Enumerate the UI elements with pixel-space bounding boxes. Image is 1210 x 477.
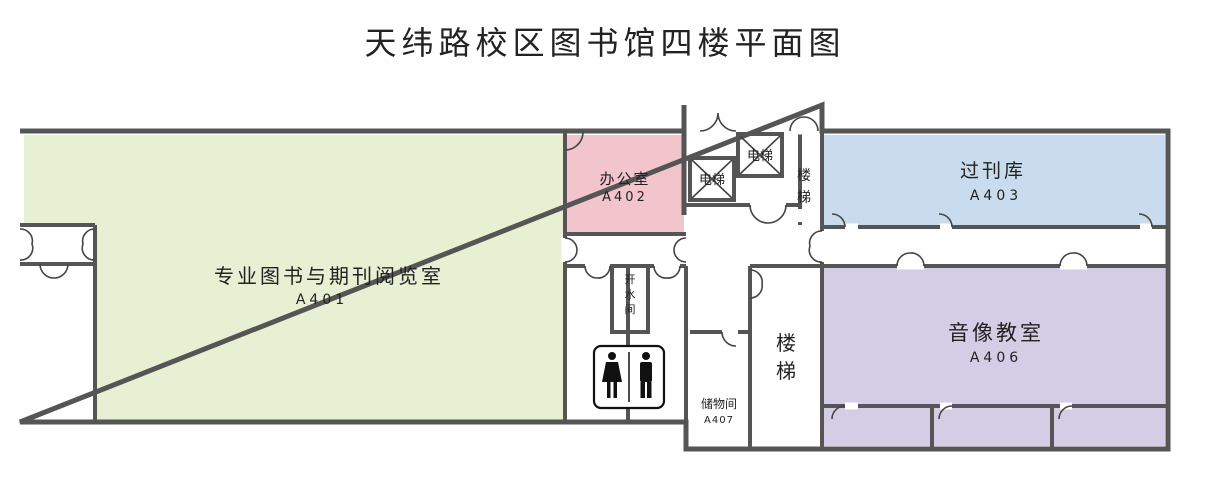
elevator-2: 电梯 [739, 135, 781, 175]
elevator-2-label: 电梯 [747, 149, 773, 164]
room-a407-name: 储物间 [701, 396, 737, 411]
interior-walls [20, 131, 1168, 449]
door-swings [19, 112, 1153, 420]
stairs-small-char-2: 梯 [797, 190, 811, 206]
room-a406-code: A406 [970, 350, 1022, 366]
stairs-large-char-2: 梯 [776, 359, 796, 383]
water-room-char-3: 间 [625, 303, 636, 316]
stairs-large-char-1: 楼 [776, 331, 796, 355]
page-title: 天纬路校区图书馆四楼平面图 [364, 24, 846, 62]
door-openings [16, 127, 1152, 410]
elevator-1-label: 电梯 [699, 173, 725, 188]
outer-wall [19, 101, 1171, 452]
room-a406-area [822, 268, 1165, 446]
stairs-small-char-1: 楼 [797, 168, 811, 184]
room-a401-area [24, 135, 563, 422]
room-a403-code: A403 [970, 188, 1022, 204]
room-a407-code: A407 [704, 415, 734, 426]
water-room-char-2: 水 [625, 288, 636, 301]
room-a401-code: A401 [296, 292, 348, 308]
elevator-1: 电梯 [691, 159, 733, 199]
room-a402-code: A402 [602, 190, 648, 205]
room-a403-area [822, 135, 1165, 227]
room-a406-name: 音像教室 [948, 321, 1044, 345]
restroom-icon [592, 344, 666, 410]
room-a402-name: 办公室 [599, 170, 650, 188]
water-room-char-1: 开 [625, 273, 636, 286]
room-a403-name: 过刊库 [960, 160, 1026, 182]
room-a401-name: 专业图书与期刊阅览室 [214, 264, 444, 288]
